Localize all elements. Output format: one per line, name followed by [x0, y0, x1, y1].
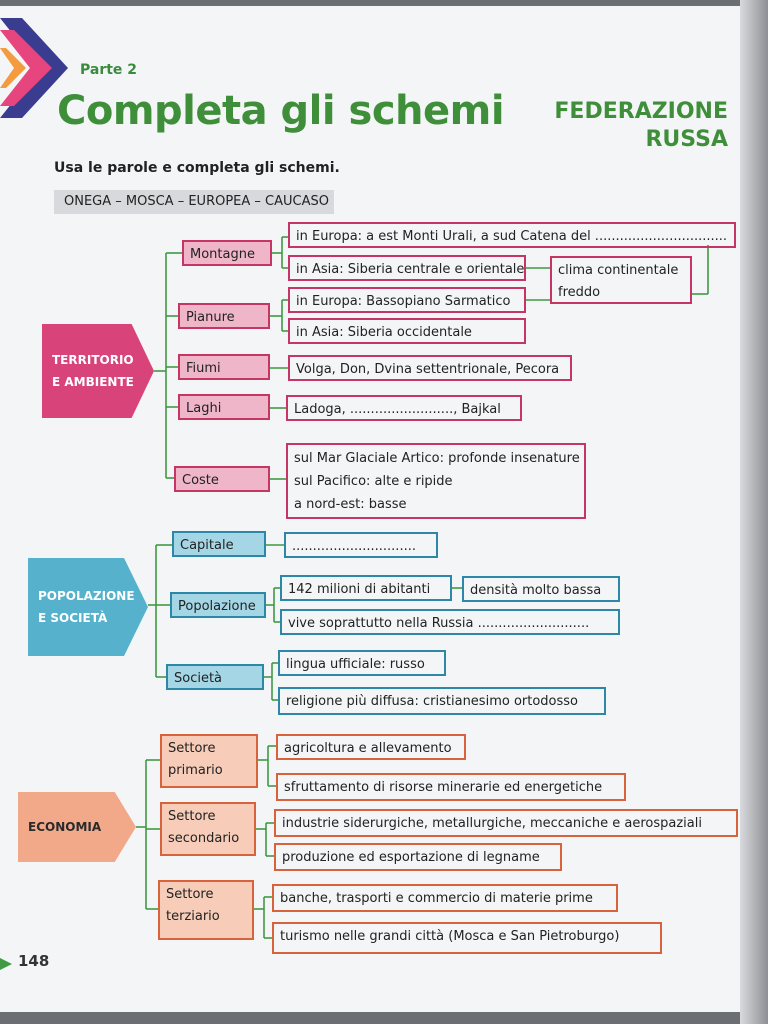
- category-popolazione: POPOLAZIONE E SOCIETÀ: [28, 558, 148, 656]
- category-economia: ECONOMIA: [18, 792, 136, 862]
- category-territorio: TERRITORIO E AMBIENTE: [42, 324, 154, 418]
- node-montagne: Montagne: [182, 240, 272, 266]
- country-title: FEDERAZIONE RUSSA: [554, 98, 728, 154]
- category-popolazione-line1: POPOLAZIONE: [38, 589, 135, 603]
- clima-box: clima continentale freddo: [550, 256, 692, 304]
- pianure-asia: in Asia: Siberia occidentale: [288, 318, 526, 344]
- secondario-item2: produzione ed esportazione di legname: [274, 843, 562, 871]
- settore-primario-line2: primario: [168, 763, 223, 778]
- node-pianure: Pianure: [178, 303, 270, 329]
- coste-line2: sul Pacifico: alte e ripide: [294, 474, 453, 489]
- word-bank: ONEGA – MOSCA – EUROPEA – CAUCASO: [54, 190, 334, 214]
- primario-item2: sfruttamento di risorse minerarie ed ene…: [276, 773, 626, 801]
- primario-item1: agricoltura e allevamento: [276, 734, 466, 760]
- settore-terziario-line2: terziario: [166, 909, 220, 924]
- part-label: Parte 2: [80, 62, 138, 78]
- country-title-line2: RUSSA: [645, 127, 728, 152]
- pianure-europa: in Europa: Bassopiano Sarmatico: [288, 287, 526, 313]
- settore-secondario-line2: secondario: [168, 831, 240, 846]
- coste-box: sul Mar Glaciale Artico: profonde insena…: [286, 443, 586, 519]
- category-economia-label: ECONOMIA: [28, 820, 102, 834]
- fiumi-value: Volga, Don, Dvina settentrionale, Pecora: [288, 355, 572, 381]
- montagne-europa: in Europa: a est Monti Urali, a sud Cate…: [288, 222, 736, 248]
- secondario-item1: industrie siderurgiche, metallurgiche, m…: [274, 809, 738, 837]
- terziario-item1: banche, trasporti e commercio di materie…: [272, 884, 618, 912]
- category-popolazione-line2: E SOCIETÀ: [38, 611, 108, 625]
- settore-terziario-line1: Settore: [166, 887, 214, 902]
- instruction-text: Usa le parole e completa gli schemi.: [54, 160, 340, 176]
- page-number: 148: [18, 952, 50, 970]
- societa-religione: religione più diffusa: cristianesimo ort…: [278, 687, 606, 715]
- node-coste: Coste: [174, 466, 270, 492]
- settore-secondario-line1: Settore: [168, 809, 216, 824]
- node-societa: Società: [166, 664, 264, 690]
- country-title-line1: FEDERAZIONE: [554, 99, 728, 124]
- node-capitale: Capitale: [172, 531, 266, 557]
- popolazione-russia: vive soprattutto nella Russia ..........…: [280, 609, 620, 635]
- node-fiumi: Fiumi: [178, 354, 270, 380]
- coste-line3: a nord-est: basse: [294, 497, 407, 512]
- category-territorio-line2: E AMBIENTE: [52, 375, 134, 389]
- chevron-decoration-icon: [0, 18, 68, 118]
- terziario-item2: turismo nelle grandi città (Mosca e San …: [272, 922, 662, 954]
- page-arrow-icon: [0, 958, 12, 970]
- category-territorio-line1: TERRITORIO: [52, 353, 134, 367]
- page-title: Completa gli schemi: [57, 88, 505, 134]
- node-popolazione: Popolazione: [170, 592, 266, 618]
- node-settore-secondario: Settore secondario: [160, 802, 256, 856]
- popolazione-densita: densità molto bassa: [462, 576, 620, 602]
- popolazione-abitanti: 142 milioni di abitanti: [280, 575, 452, 601]
- node-settore-primario: Settore primario: [160, 734, 258, 788]
- node-settore-terziario: Settore terziario: [158, 880, 254, 940]
- clima-line1: clima continentale: [558, 263, 679, 278]
- societa-lingua: lingua ufficiale: russo: [278, 650, 446, 676]
- page-edge-shadow: [740, 0, 768, 1024]
- capitale-value: ..............................: [284, 532, 438, 558]
- coste-line1: sul Mar Glaciale Artico: profonde insena…: [294, 451, 580, 466]
- laghi-value: Ladoga, ........................., Bajka…: [286, 395, 522, 421]
- montagne-asia: in Asia: Siberia centrale e orientale: [288, 255, 526, 281]
- node-laghi: Laghi: [178, 394, 270, 420]
- settore-primario-line1: Settore: [168, 741, 216, 756]
- clima-line2: freddo: [558, 285, 601, 300]
